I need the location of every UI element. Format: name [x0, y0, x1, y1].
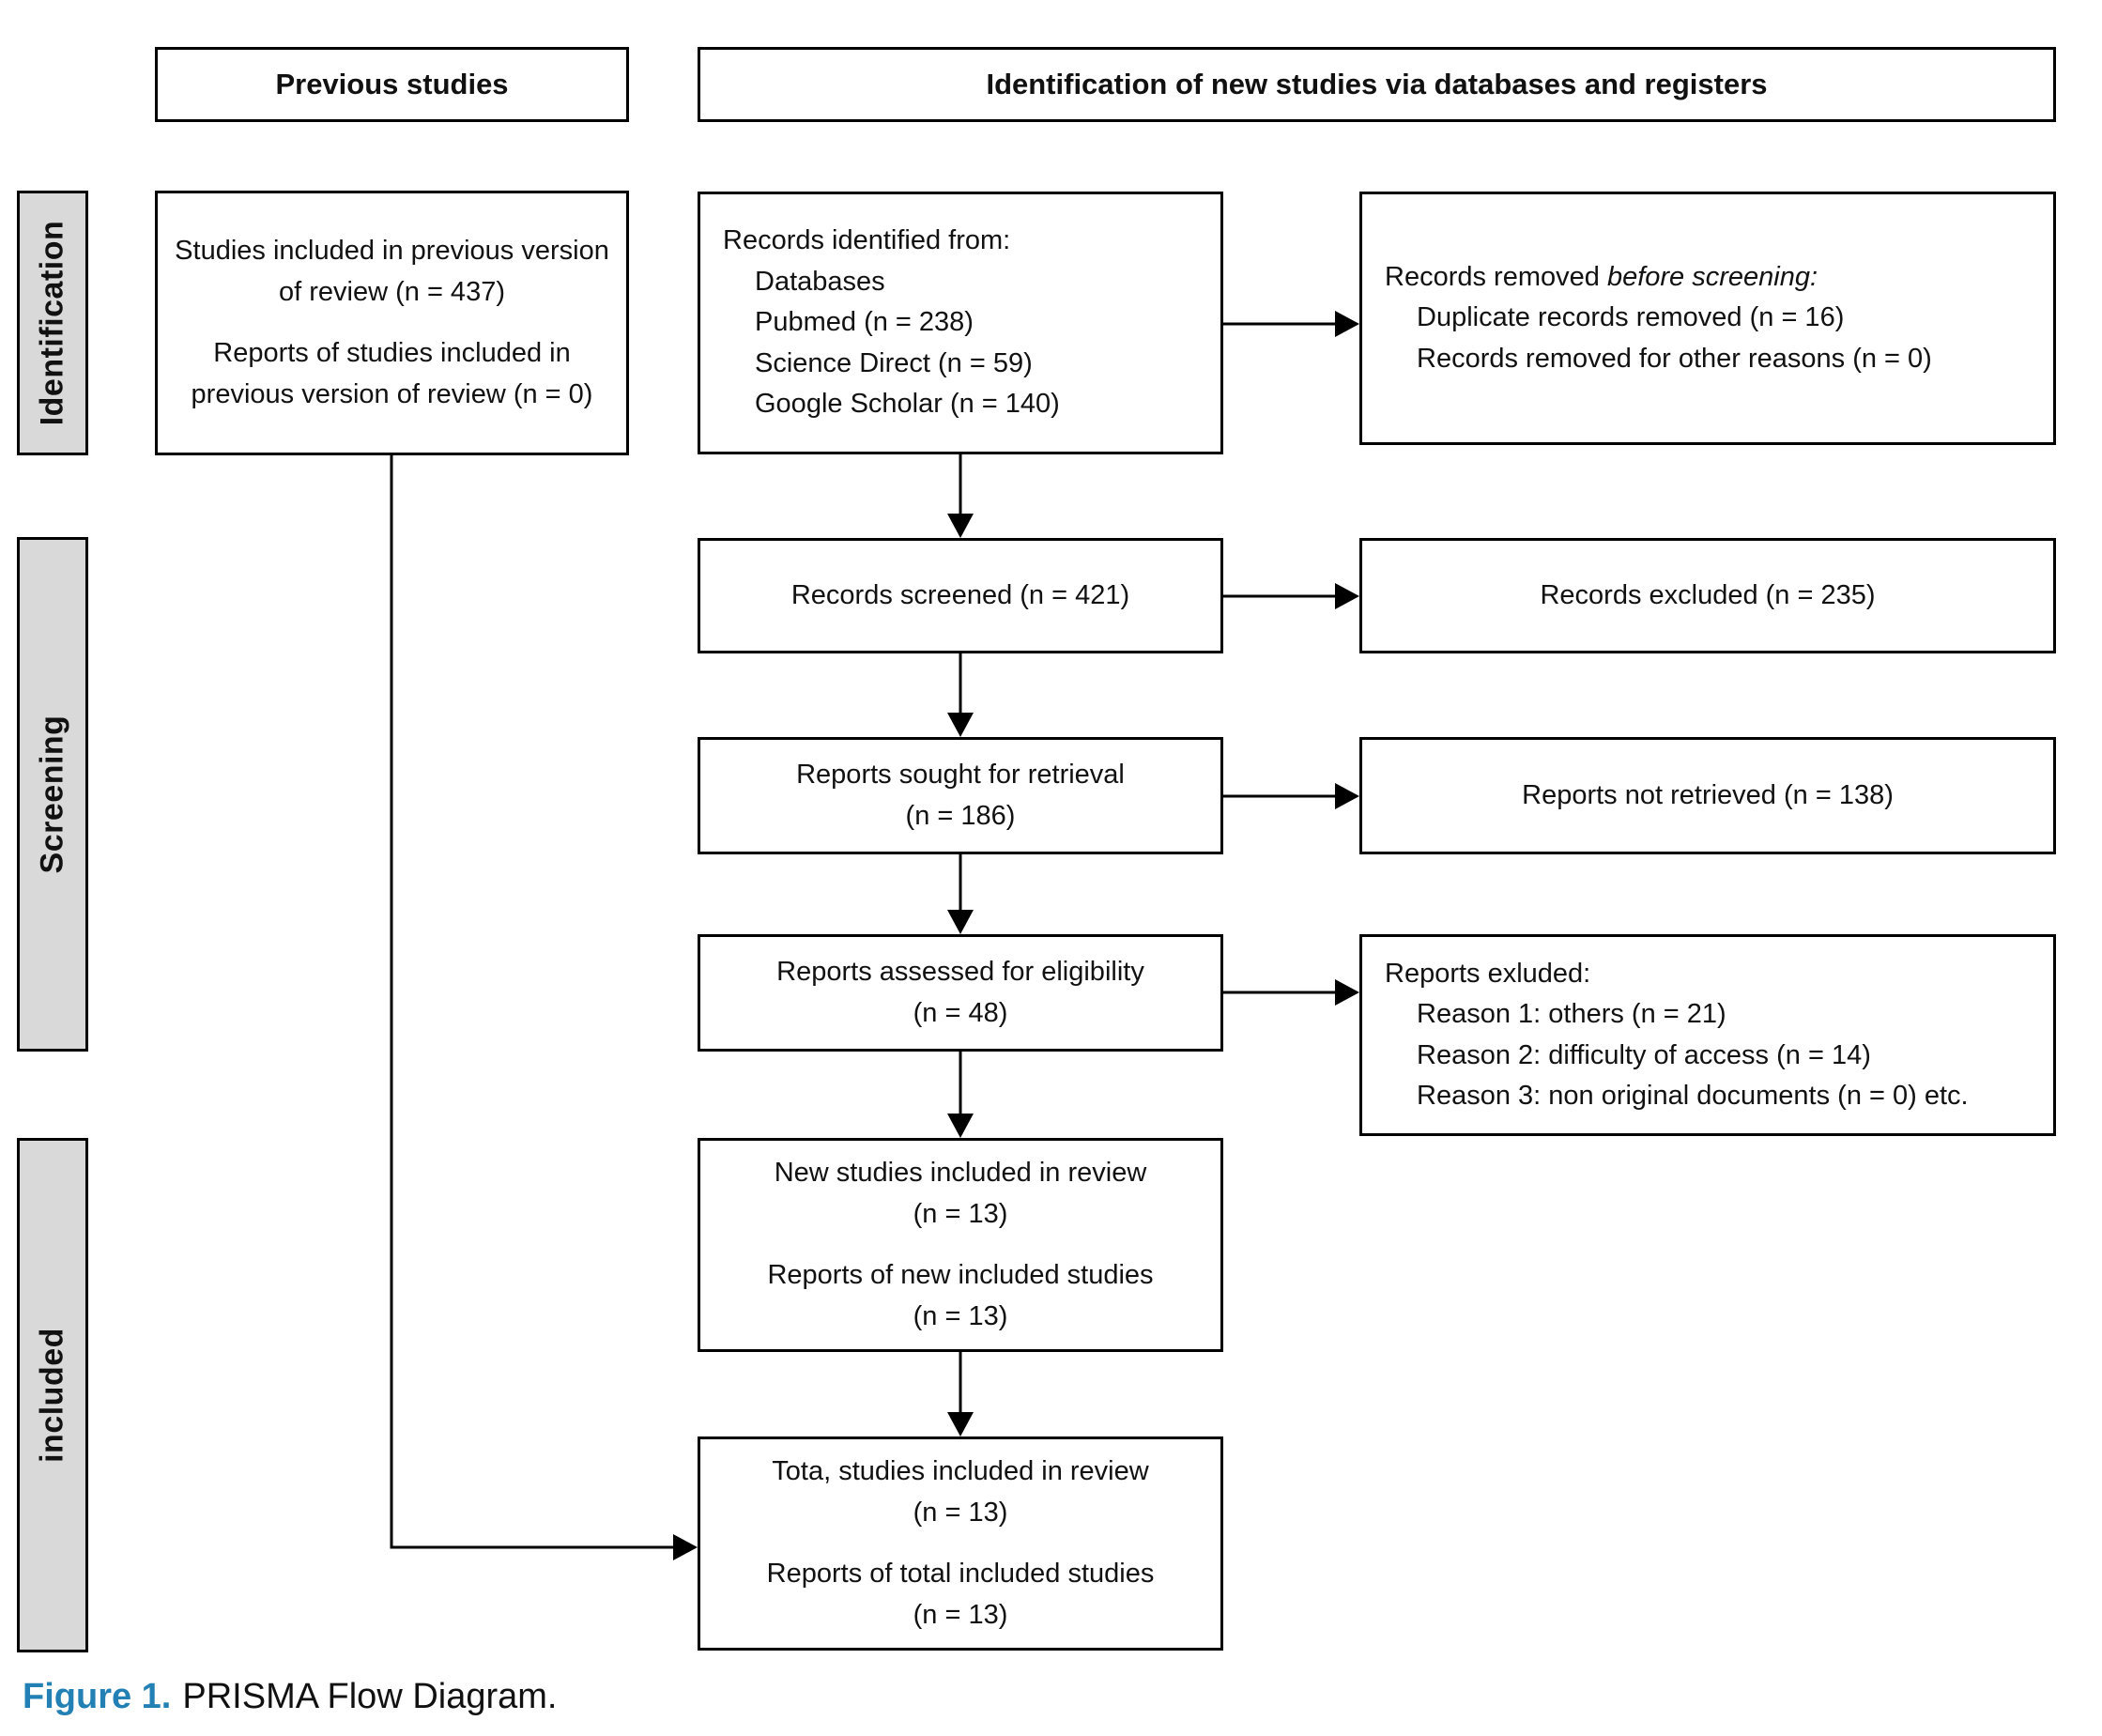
arrow-screened-to-sought — [947, 653, 974, 737]
header-identification-label: Identification of new studies via databa… — [986, 68, 1768, 100]
total-studies-para2-line1: Reports of total included studies — [766, 1559, 1155, 1589]
figure-caption-label: Figure 1. — [23, 1677, 172, 1716]
box-reports-excluded: Reports exluded: Reason 1: others (n = 2… — [1359, 934, 2056, 1136]
arrow-sought-to-assessed — [947, 854, 974, 934]
total-studies-para1-line2: (n = 13) — [913, 1497, 1008, 1528]
header-previous-studies: Previous studies — [155, 47, 629, 122]
new-studies-para2: Reports of new included studies (n = 13) — [767, 1255, 1153, 1337]
records-removed-item: Duplicate records removed (n = 16) — [1417, 302, 1845, 333]
stage-bar-included: included — [17, 1138, 88, 1652]
box-total-studies-included: Tota, studies included in review (n = 13… — [698, 1436, 1223, 1651]
total-studies-para1-line1: Tota, studies included in review — [772, 1456, 1149, 1486]
new-studies-para2-line2: (n = 13) — [913, 1300, 1008, 1331]
arrow-identified-to-screened — [947, 454, 974, 538]
records-screened-text: Records screened (n = 421) — [790, 579, 1130, 610]
previous-studies-para2: Reports of studies included in previous … — [191, 338, 593, 409]
box-records-identified: Records identified from: Databases Pubme… — [698, 192, 1223, 454]
reports-assessed-line2: (n = 48) — [913, 997, 1008, 1028]
total-studies-para2: Reports of total included studies (n = 1… — [767, 1554, 1155, 1636]
reports-excluded-title: Reports exluded: — [1385, 958, 1591, 989]
records-removed-title-italic: before screening: — [1606, 261, 1818, 292]
box-records-excluded: Records excluded (n = 235) — [1359, 538, 2056, 653]
total-studies-para2-line2: (n = 13) — [913, 1599, 1008, 1630]
figure-caption-text: PRISMA Flow Diagram. — [182, 1677, 558, 1716]
records-identified-item: Databases — [755, 266, 885, 297]
records-identified-item: Google Scholar (n = 140) — [755, 389, 1060, 420]
arrow-screened-to-excluded — [1223, 583, 1359, 609]
reports-not-retrieved-text: Reports not retrieved (n = 138) — [1522, 779, 1894, 810]
stage-label-screening: Screening — [34, 714, 70, 874]
arrow-previous-to-total — [390, 455, 698, 1560]
previous-studies-para1: Studies included in previous version of … — [175, 236, 609, 307]
records-identified-item: Science Direct (n = 59) — [755, 347, 1033, 378]
arrow-assessed-to-reports-excluded — [1223, 979, 1359, 1006]
stage-bar-identification: Identification — [17, 191, 88, 455]
new-studies-para2-line1: Reports of new included studies — [767, 1260, 1154, 1290]
reports-excluded-reason: Reason 3: non original documents (n = 0)… — [1417, 1081, 1969, 1111]
reports-excluded-reason: Reason 2: difficulty of access (n = 14) — [1417, 1039, 1871, 1070]
arrow-sought-to-not-retrieved — [1223, 783, 1359, 809]
records-identified-item: Pubmed (n = 238) — [755, 307, 974, 338]
stage-bar-screening: Screening — [17, 537, 88, 1052]
box-reports-assessed: Reports assessed for eligibility (n = 48… — [698, 934, 1223, 1052]
stage-label-included: included — [34, 1328, 70, 1463]
stage-label-identification: Identification — [34, 220, 70, 426]
new-studies-para1-line2: (n = 13) — [913, 1198, 1008, 1229]
box-new-studies-included: New studies included in review (n = 13) … — [698, 1138, 1223, 1352]
reports-excluded-reason: Reason 1: others (n = 21) — [1417, 999, 1726, 1029]
new-studies-para1: New studies included in review (n = 13) — [775, 1153, 1147, 1235]
box-records-removed: Records removed before screening: Duplic… — [1359, 192, 2056, 445]
records-removed-title: Records removed before screening: — [1385, 257, 1818, 299]
box-previous-studies: Studies included in previous version of … — [155, 191, 629, 455]
arrow-identified-to-removed — [1223, 311, 1359, 337]
figure-caption: Figure 1. PRISMA Flow Diagram. — [23, 1677, 557, 1717]
records-removed-item: Records removed for other reasons (n = 0… — [1417, 343, 1932, 374]
header-previous-studies-label: Previous studies — [275, 68, 509, 100]
records-identified-title: Records identified from: — [723, 225, 1011, 256]
header-identification: Identification of new studies via databa… — [698, 47, 2056, 122]
reports-sought-line1: Reports sought for retrieval — [796, 760, 1125, 790]
reports-sought-line2: (n = 186) — [905, 800, 1016, 831]
box-reports-not-retrieved: Reports not retrieved (n = 138) — [1359, 737, 2056, 854]
records-excluded-text: Records excluded (n = 235) — [1540, 579, 1876, 610]
arrow-new-studies-to-total — [947, 1352, 974, 1436]
box-reports-sought: Reports sought for retrieval (n = 186) — [698, 737, 1223, 854]
box-records-screened: Records screened (n = 421) — [698, 538, 1223, 653]
total-studies-para1: Tota, studies included in review (n = 13… — [772, 1452, 1148, 1533]
reports-assessed-line1: Reports assessed for eligibility — [776, 957, 1144, 987]
arrow-assessed-to-new-studies — [947, 1052, 974, 1138]
new-studies-para1-line1: New studies included in review — [774, 1158, 1147, 1188]
records-removed-title-plain: Records removed — [1385, 261, 1607, 292]
